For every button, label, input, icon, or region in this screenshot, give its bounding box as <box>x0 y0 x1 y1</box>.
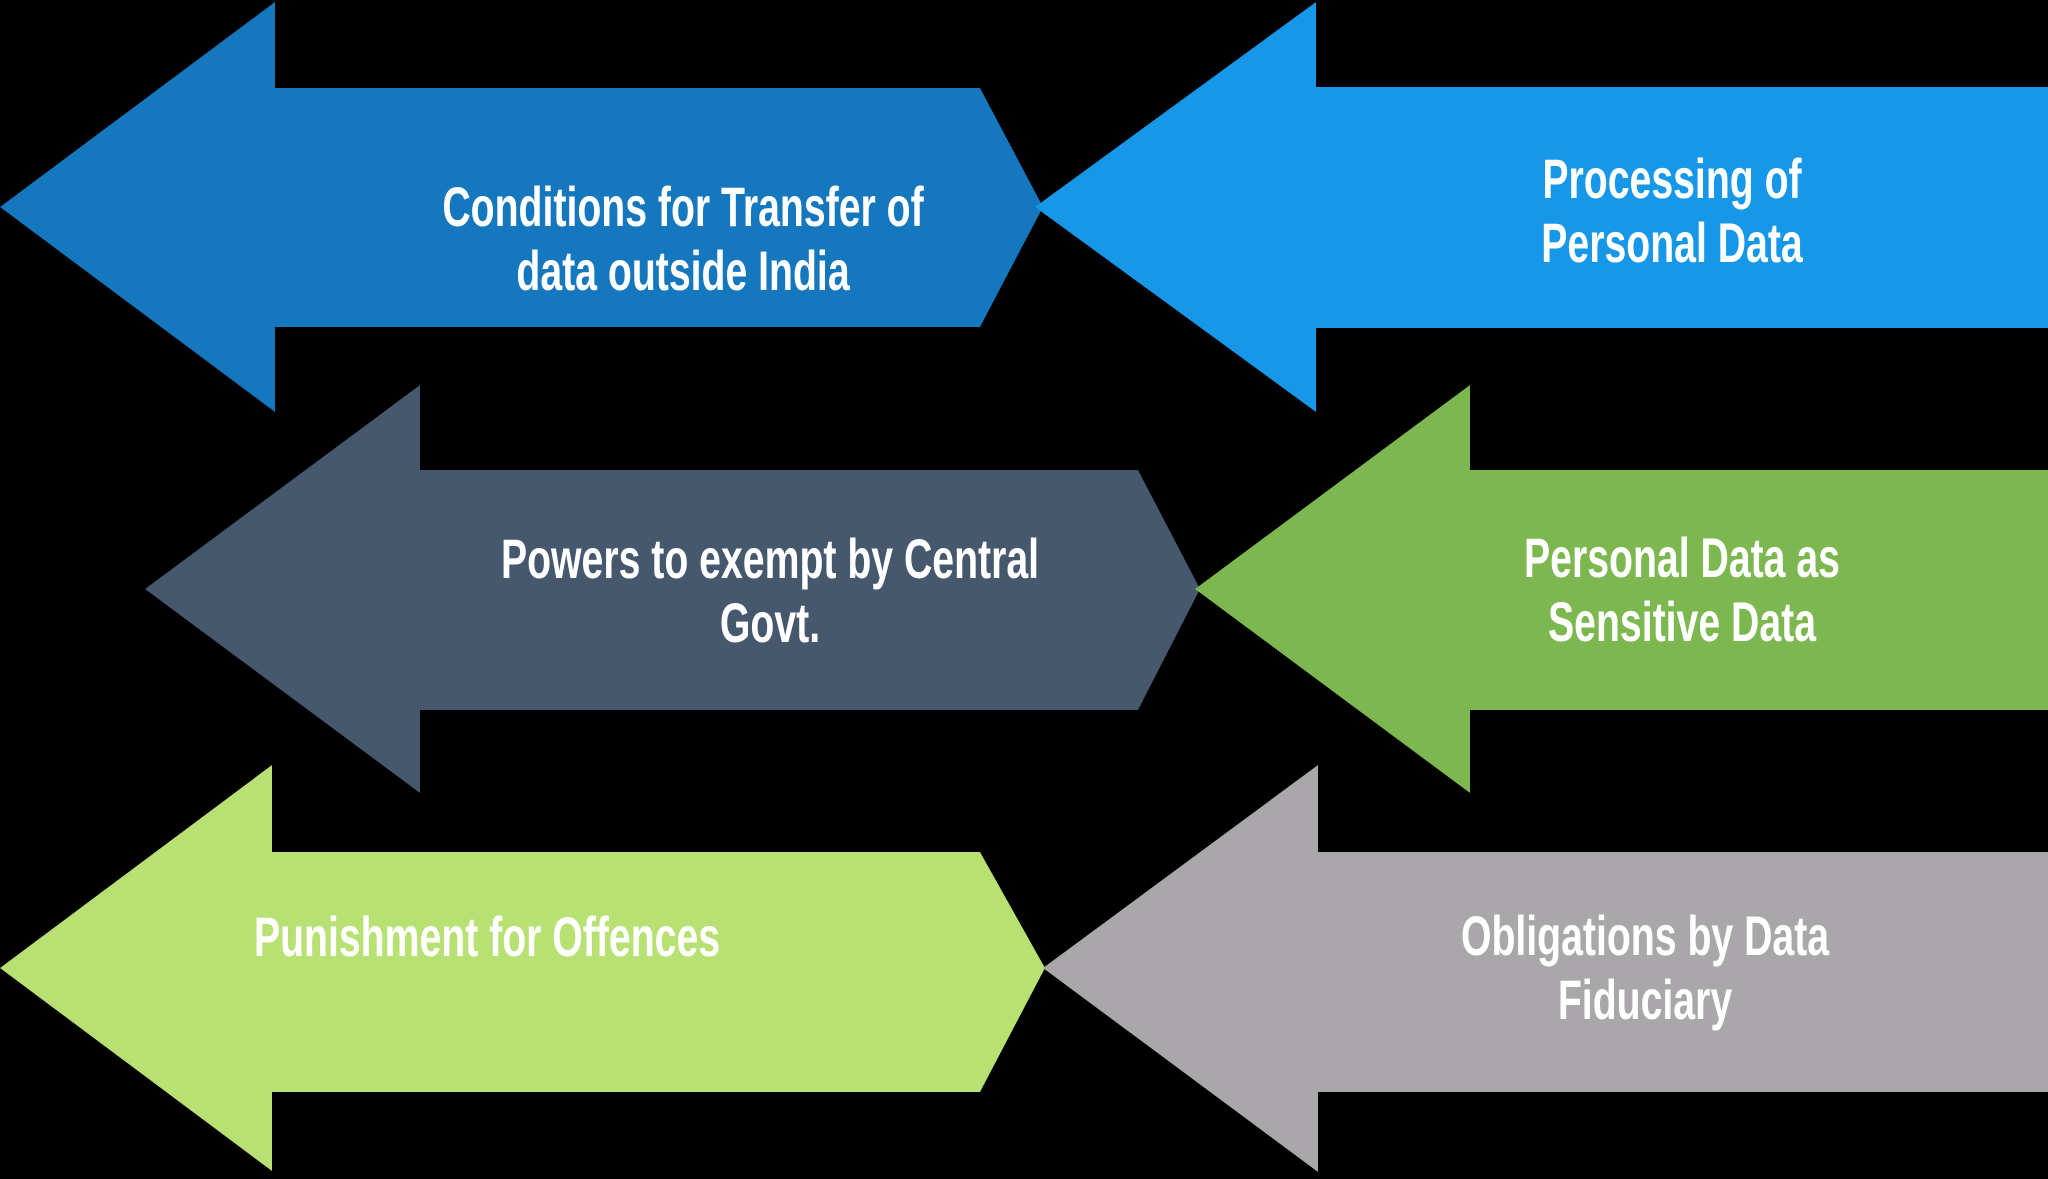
arrow-shape-obligations-data-fiduciary <box>1043 765 2048 1172</box>
arrow-label-line: Fiduciary <box>1557 968 1733 1031</box>
arrow-label-line: Processing of <box>1542 147 1802 210</box>
arrow-label-line: Govt. <box>719 591 821 654</box>
arrow-label-line: data outside India <box>516 239 850 302</box>
arrow-label-line: Personal Data <box>1541 211 1803 274</box>
arrow-shape-conditions-transfer <box>0 2 1043 412</box>
arrow-label-punishment-offences: Punishment for Offences <box>254 905 720 969</box>
arrow-label-conditions-transfer: Conditions for Transfer of data outside … <box>442 175 923 303</box>
arrow-label-powers-exempt-central-govt: Powers to exempt by Central Govt. <box>501 527 1039 655</box>
arrow-shape-personal-data-sensitive <box>1195 385 2048 793</box>
arrow-shape-punishment-offences <box>0 765 1045 1171</box>
arrow-label-line: Personal Data as <box>1524 526 1840 589</box>
arrow-label-line: Punishment for Offences <box>253 905 721 968</box>
arrow-label-processing-personal-data: Processing of Personal Data <box>1541 147 1802 275</box>
arrow-label-line: Powers to exempt by Central <box>500 527 1040 590</box>
arrow-label-line: Conditions for Transfer of <box>442 175 924 238</box>
arrow-shape-powers-exempt-central-govt <box>145 385 1200 793</box>
arrow-label-line: Sensitive Data <box>1548 590 1816 653</box>
arrow-shape-processing-personal-data <box>1035 2 2048 412</box>
arrow-label-obligations-data-fiduciary: Obligations by Data Fiduciary <box>1461 904 1829 1032</box>
arrow-label-line: Obligations by Data <box>1460 904 1830 967</box>
arrow-label-personal-data-sensitive: Personal Data as Sensitive Data <box>1524 526 1840 654</box>
